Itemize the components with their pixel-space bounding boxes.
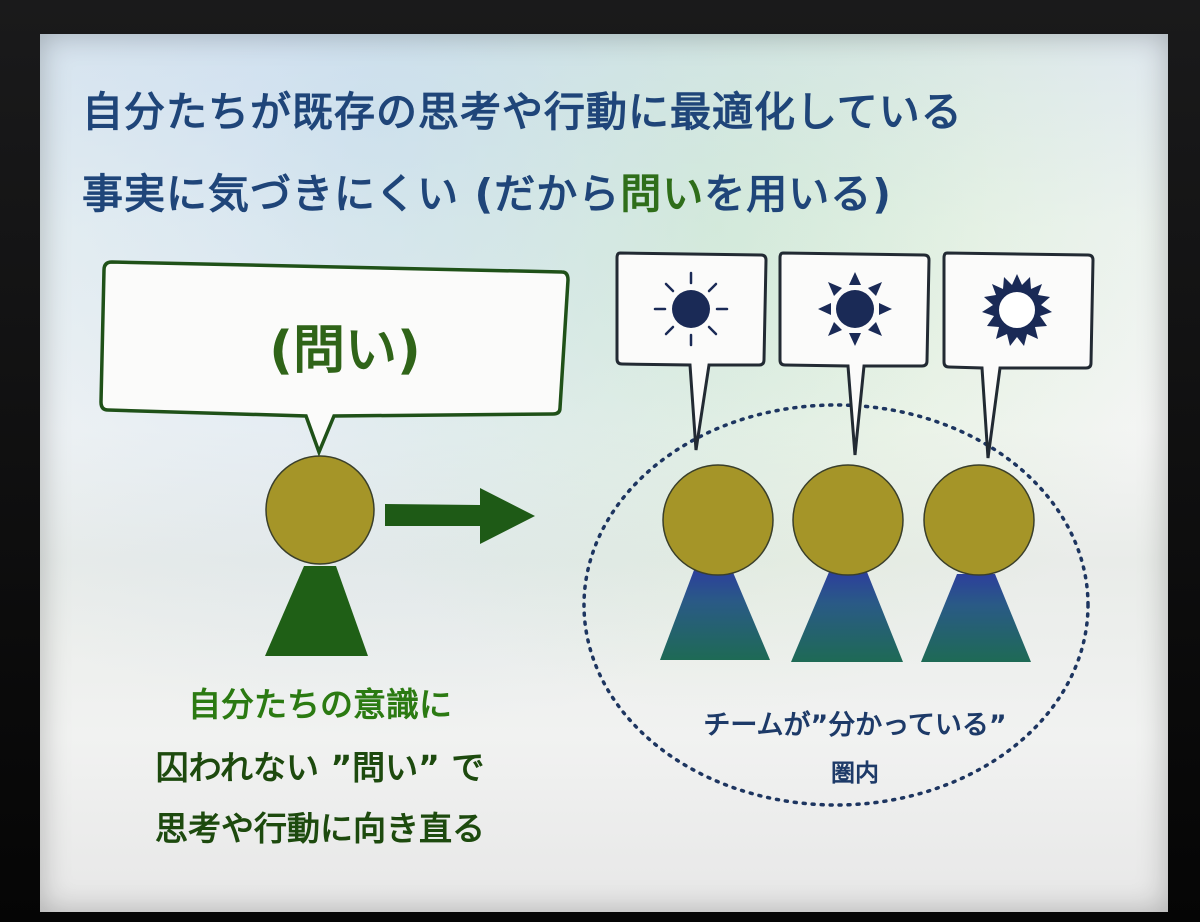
question-bubble-text: (問い)	[269, 321, 421, 381]
right-caption-line-1: チームが”分かっている”	[703, 710, 1007, 741]
left-caption-line-3: 思考や行動に向き直る	[155, 809, 485, 848]
title-accent-word: 問い	[620, 170, 705, 218]
arrow-right	[385, 488, 535, 544]
team-person-2-head	[792, 464, 904, 576]
sun-triangles-icon	[818, 272, 892, 346]
slide-title-line-1: 自分たちが既存の思考や行動に最適化している	[82, 88, 963, 136]
sun-speech-bubble-1	[615, 251, 768, 451]
sun-speech-bubble-2	[778, 251, 931, 456]
team-boundary-ellipse	[582, 403, 1090, 807]
team-person-3-head	[923, 464, 1035, 576]
sun-rays-icon	[653, 271, 729, 347]
right-caption-line-2: 圏内	[831, 759, 879, 787]
person-body	[265, 566, 368, 656]
team-person-1-head	[662, 464, 774, 576]
question-speech-bubble	[99, 260, 570, 457]
left-caption-line-2: 囚われない ”問い” で	[155, 748, 485, 787]
team-person-3-body	[921, 574, 1031, 662]
team-person-1-body	[660, 570, 770, 660]
sun-speech-bubble-3	[942, 251, 1095, 459]
slide-title-line-2: 事実に気づきにくい (だから問いを用いる)	[82, 160, 892, 220]
title-line-2-part-1: 事実に気づきにくい (だから	[82, 170, 621, 218]
title-line-2-part-2: を用いる)	[704, 170, 892, 218]
left-caption-line-1: 自分たちの意識に	[188, 685, 452, 724]
team-person-2-body	[791, 572, 903, 662]
sun-spiky-icon	[982, 274, 1052, 346]
person-head	[265, 455, 375, 565]
